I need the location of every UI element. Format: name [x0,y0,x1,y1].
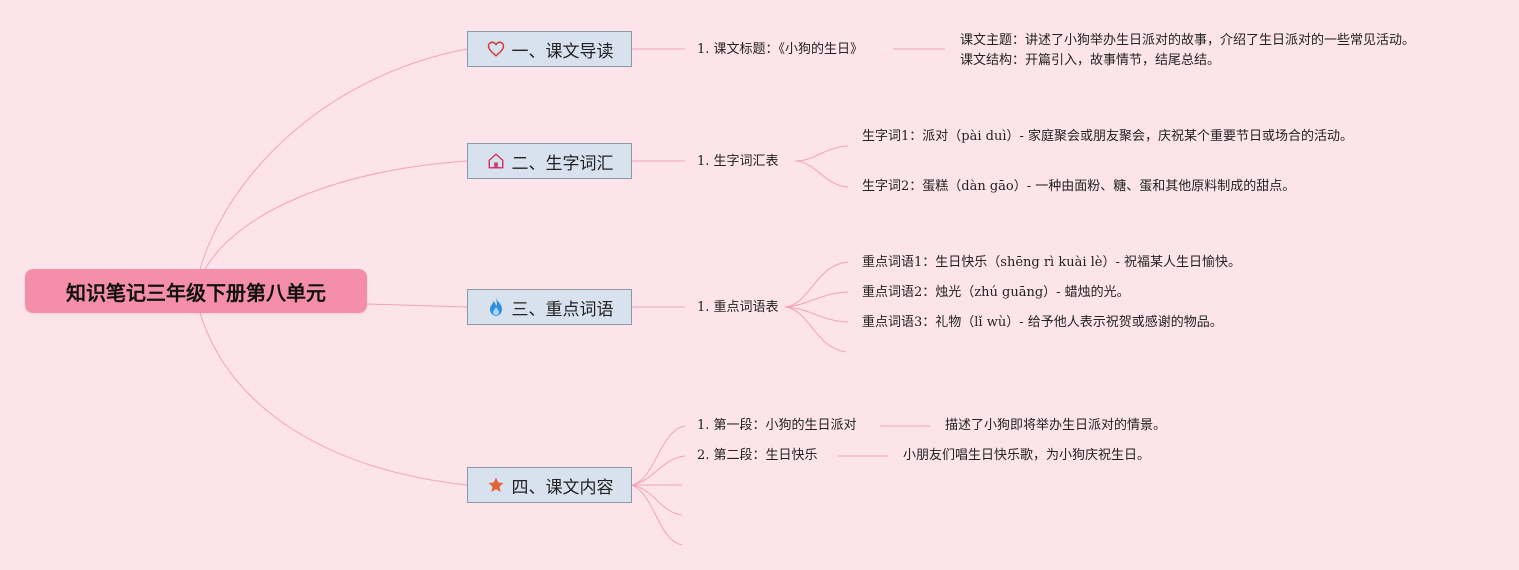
detail-lesson-structure[interactable]: 课文结构：开篇引入，故事情节，结尾总结。 [960,53,1221,68]
connector-vocab-word2 [794,160,849,188]
topic-vocab[interactable]: 二、生字词汇 [467,143,632,179]
connector-root-topic2 [204,160,468,270]
subtopic-vocab-list[interactable]: 1. 生字词汇表 [697,154,779,169]
topic-keywords-label: 三、重点词语 [511,299,614,320]
detail-keyword-1[interactable]: 重点词语1：生日快乐（shēng rì kuài lè）- 祝福某人生日愉快。 [862,255,1242,270]
topic-content-label: 四、课文内容 [511,477,614,498]
flame-icon [486,297,506,317]
subtopic-lesson-title[interactable]: 1. 课文标题：《小狗的生日》 [697,42,864,57]
connector-root-topic4 [199,312,468,486]
connector-key-2 [784,291,849,308]
detail-lesson-theme[interactable]: 课文主题：讲述了小狗举办生日派对的故事，介绍了生日派对的一些常见活动。 [960,33,1416,48]
connector-key-1 [784,261,849,308]
connector-key-empty [784,306,847,353]
detail-keyword-3[interactable]: 重点词语3：礼物（lǐ wù）- 给予他人表示祝贺或感谢的物品。 [862,315,1223,330]
house-icon [486,151,506,171]
connector-root-topic1 [199,48,468,270]
topic-vocab-label: 二、生字词汇 [511,153,614,174]
subtopic-keyword-list[interactable]: 1. 重点词语表 [697,300,779,315]
root-node-title[interactable]: 知识笔记三年级下册第八单元 [25,269,367,313]
detail-keyword-2[interactable]: 重点词语2：烛光（zhú guāng）- 蜡烛的光。 [862,285,1130,300]
detail-paragraph-1[interactable]: 描述了小狗即将举办生日派对的情景。 [945,418,1167,433]
connector-root-topic3 [366,303,468,308]
subtopic-paragraph-1[interactable]: 1. 第一段：小狗的生日派对 [697,418,857,433]
connector-key-3 [784,306,849,323]
topic-guide-label: 一、课文导读 [511,41,614,62]
connector-topic4-empty3 [631,484,683,546]
detail-vocab-word-2[interactable]: 生字词2：蛋糕（dàn gāo）- 一种由面粉、糖、蛋和其他原料制成的甜点。 [862,179,1296,194]
subtopic-paragraph-2[interactable]: 2. 第二段：生日快乐 [697,448,818,463]
connector-topic4-empty2 [631,484,683,516]
detail-vocab-word-1[interactable]: 生字词1：派对（pài duì）- 家庭聚会或朋友聚会，庆祝某个重要节日或场合的… [862,129,1354,144]
topic-keywords[interactable]: 三、重点词语 [467,289,632,325]
connector-vocab-word1 [794,145,849,162]
detail-paragraph-2[interactable]: 小朋友们唱生日快乐歌，为小狗庆祝生日。 [903,448,1151,463]
connector-topic4-sub2 [631,455,686,486]
topic-guide[interactable]: 一、课文导读 [467,31,632,67]
topic-content[interactable]: 四、课文内容 [467,467,632,503]
heart-icon [486,39,506,59]
star-icon [486,475,506,495]
connector-topic4-sub1 [631,425,686,486]
